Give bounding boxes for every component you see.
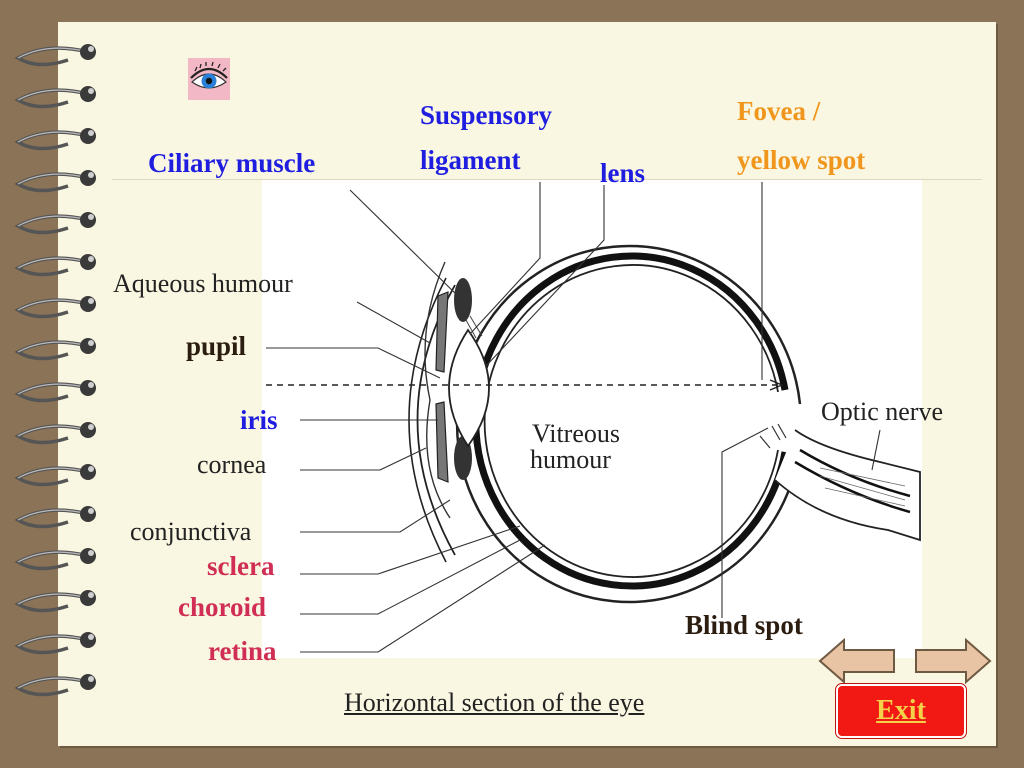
label-suspensory-ligament-line1: Suspensory bbox=[420, 100, 553, 130]
eye-icon bbox=[188, 58, 230, 100]
sclera-outline bbox=[455, 244, 802, 604]
optic-nerve bbox=[774, 429, 921, 542]
lens-shape bbox=[448, 328, 490, 448]
spiral-binding-icon bbox=[14, 44, 96, 697]
header-rule bbox=[112, 179, 982, 180]
retina-line bbox=[483, 264, 779, 578]
label-aqueous-humour: Aqueous humour bbox=[113, 269, 293, 298]
exit-button[interactable]: Exit bbox=[835, 683, 967, 739]
label-vitreous-line1: Vitreous bbox=[532, 419, 620, 448]
label-retina: retina bbox=[208, 636, 277, 666]
diagram-caption: Horizontal section of the eye bbox=[344, 688, 645, 717]
iris-upper bbox=[435, 291, 449, 373]
iris-lower bbox=[435, 401, 449, 483]
arrow-right-icon[interactable] bbox=[912, 638, 992, 684]
label-choroid: choroid bbox=[178, 592, 267, 622]
label-suspensory-ligament-line2: ligament bbox=[420, 145, 521, 175]
leader-lines bbox=[266, 182, 881, 653]
label-sclera: sclera bbox=[207, 551, 275, 581]
arrow-left-icon[interactable] bbox=[818, 638, 898, 684]
label-lens: lens bbox=[600, 158, 646, 188]
choroid-layer bbox=[472, 252, 789, 590]
label-cornea: cornea bbox=[197, 450, 267, 479]
label-fovea-line1: Fovea / bbox=[737, 96, 821, 126]
label-fovea-line2: yellow spot bbox=[737, 145, 866, 175]
exit-button-label: Exit bbox=[876, 695, 926, 726]
label-vitreous-line2: humour bbox=[530, 445, 611, 474]
label-pupil: pupil bbox=[186, 331, 247, 361]
ciliary-body-lower bbox=[454, 436, 472, 480]
ciliary-body-upper bbox=[454, 278, 472, 322]
label-iris: iris bbox=[240, 405, 278, 435]
label-ciliary-muscle: Ciliary muscle bbox=[148, 148, 316, 178]
label-optic-nerve: Optic nerve bbox=[821, 397, 944, 426]
label-conjunctiva: conjunctiva bbox=[130, 517, 252, 546]
label-blind-spot: Blind spot bbox=[685, 610, 803, 640]
